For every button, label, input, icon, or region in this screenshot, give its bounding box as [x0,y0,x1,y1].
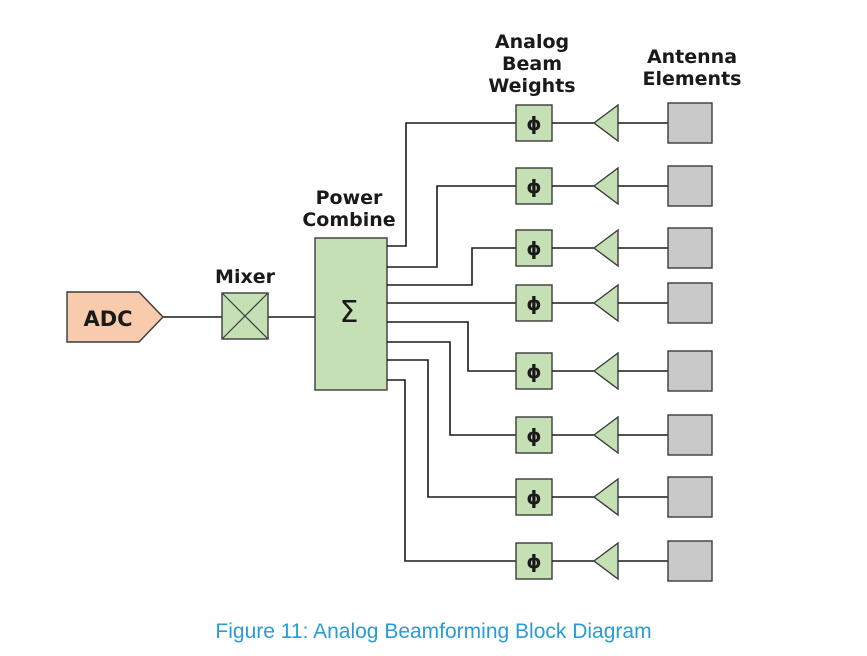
phase-shifter-symbol-8: ϕ [526,551,541,573]
amplifier-5 [592,351,619,391]
antenna-element-4 [667,282,713,324]
antenna-element-3 [667,227,713,269]
antenna-element-6 [667,414,713,456]
mixer-block [221,292,269,340]
power-combine-label-line2: Combine [302,209,395,231]
phase-shifter-8 [515,542,553,580]
combiner-to-phase-wire-1 [387,122,516,247]
combiner-to-phase-wire-3 [387,247,516,286]
power-combine-label-line1: Power [316,187,383,209]
phase-shifter-symbol-3: ϕ [526,238,541,260]
combiner-to-phase-wire-8 [387,379,516,562]
phase-shifter-symbol-7: ϕ [526,487,541,509]
combiner-to-phase-wire-2 [387,185,516,268]
adc-label: ADC [83,307,132,331]
combiner-to-phase-wire-7 [387,359,516,498]
mixer-label: Mixer [215,266,276,288]
amplifier-2 [592,166,619,206]
amplifier-6 [592,415,619,455]
combiner-to-phase-wire-6 [387,341,516,436]
figure-caption: Figure 11: Analog Beamforming Block Diag… [215,620,652,643]
amplifier-4 [592,283,619,323]
phase-shifter-symbol-2: ϕ [526,176,541,198]
amplifier-7 [592,477,619,517]
beam-weights-label-line1: Analog [495,31,569,53]
sigma-symbol: Σ [340,295,359,330]
adc-block: ADC [66,291,164,343]
phase-shifter-symbol-1: ϕ [526,113,541,135]
phase-shifter-5 [515,352,553,390]
beam-weights-label-line3: Weights [488,75,575,97]
phase-shifter-symbol-4: ϕ [526,293,541,315]
antenna-elements-label-line2: Elements [643,68,742,90]
antenna-element-1 [667,102,713,144]
antenna-element-8 [667,540,713,582]
power-combiner-block: Σ [314,237,388,391]
antenna-element-5 [667,350,713,392]
amplifier-8 [592,541,619,581]
amplifier-3 [592,228,619,268]
antenna-element-7 [667,476,713,518]
phase-shifter-symbol-5: ϕ [526,361,541,383]
antenna-elements-label-line1: Antenna [647,46,737,68]
antenna-element-2 [667,165,713,207]
phase-shifter-7 [515,478,553,516]
phase-shifter-symbol-6: ϕ [526,425,541,447]
channel-group: ϕ ϕ ϕ ϕ ϕ ϕ ϕ ϕ [387,102,713,582]
combiner-to-phase-wire-5 [387,321,516,372]
amplifier-1 [592,103,619,143]
beam-weights-label-line2: Beam [502,53,562,75]
phase-shifter-1 [515,104,553,142]
